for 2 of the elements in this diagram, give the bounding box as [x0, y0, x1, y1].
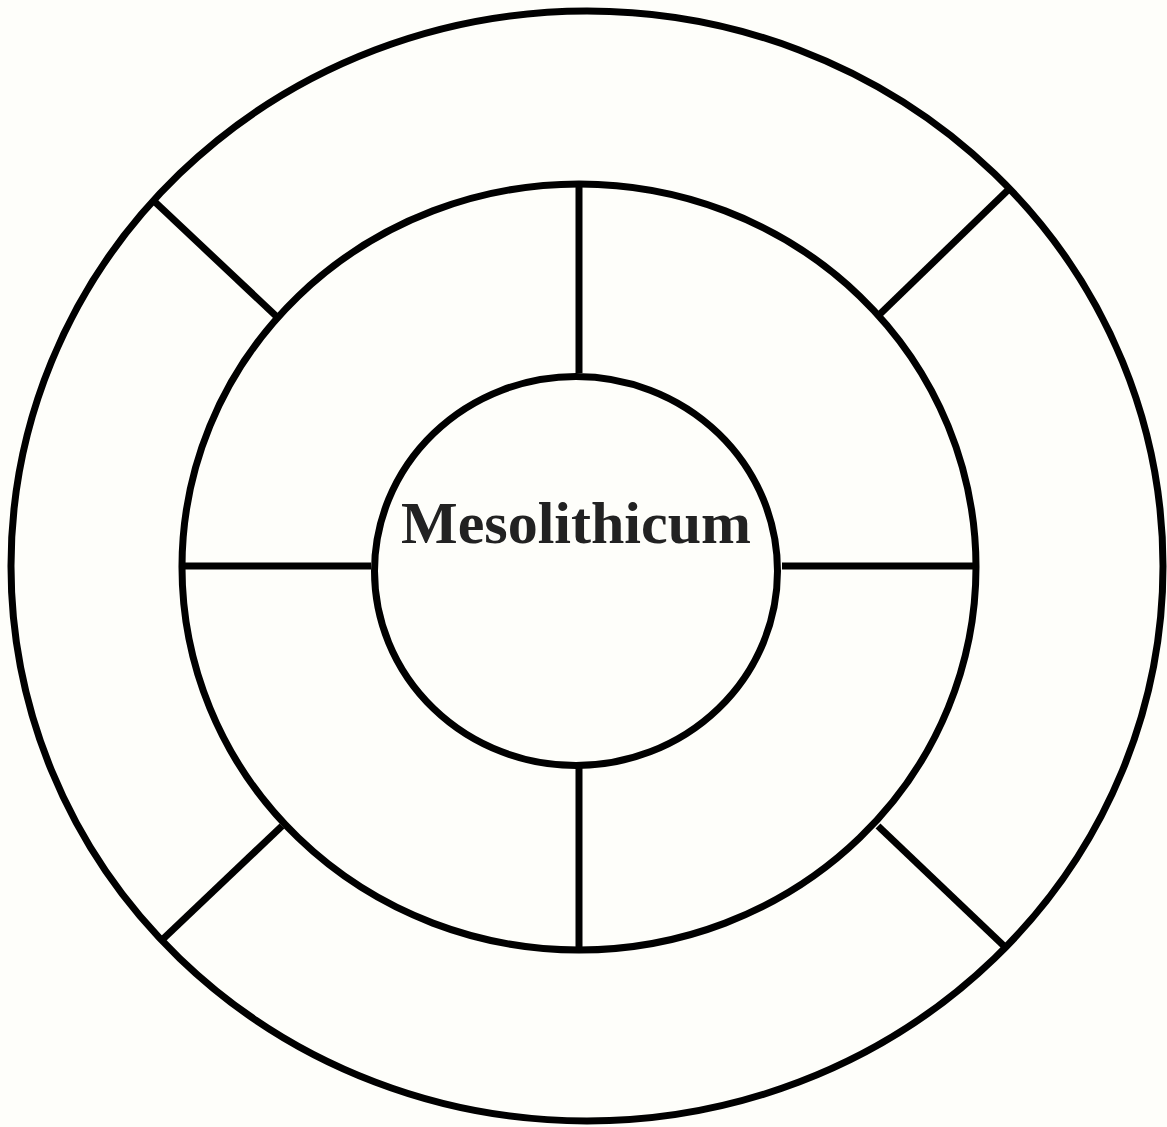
center-circle — [371, 373, 781, 769]
circle-title: Mesolithicum — [401, 488, 751, 558]
